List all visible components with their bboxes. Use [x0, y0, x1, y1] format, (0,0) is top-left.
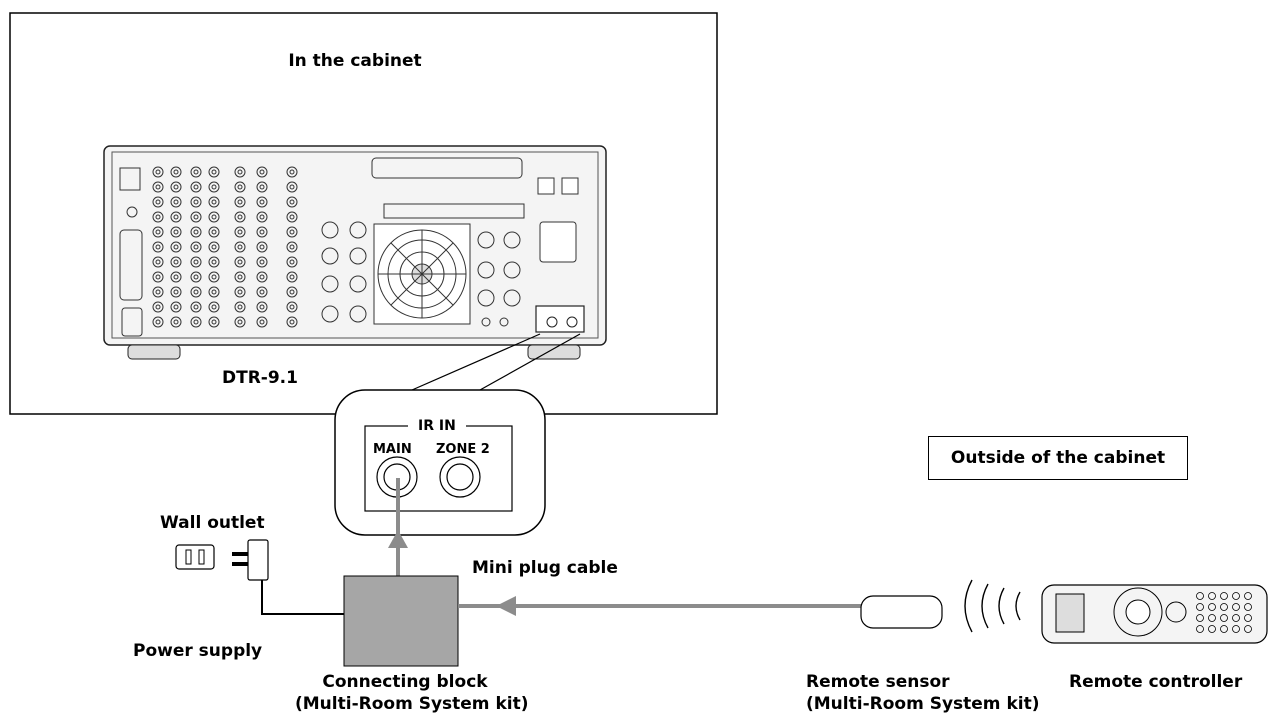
callout-line-left	[411, 333, 541, 391]
remote-controller-label: Remote controller	[1069, 672, 1243, 692]
power-supply-label: Power supply	[133, 641, 263, 661]
mini-plug-label: Mini plug cable	[472, 558, 618, 578]
remote-sensor-sublabel: (Multi-Room System kit)	[806, 694, 1040, 714]
power-adapter	[232, 539, 269, 581]
connecting-block-sublabel: (Multi-Room System kit)	[295, 694, 529, 714]
cabinet-title: In the cabinet	[288, 51, 422, 71]
main-label: MAIN	[373, 442, 412, 457]
cable-arrow-left	[496, 596, 516, 616]
model-label: DTR-9.1	[222, 368, 298, 388]
remote-sensor	[860, 595, 943, 629]
zone2-label: ZONE 2	[436, 442, 490, 457]
outside-box	[928, 436, 1188, 480]
receiver-rear-panel	[103, 145, 607, 360]
zone2-jack	[439, 456, 481, 498]
wall-outlet-label: Wall outlet	[160, 513, 265, 533]
ir-waves	[964, 579, 1021, 633]
outside-label: Outside of the cabinet	[950, 448, 1166, 468]
connecting-block-label: Connecting block	[322, 672, 488, 692]
remote-sensor-label: Remote sensor	[806, 672, 950, 692]
connecting-block	[343, 575, 459, 667]
ir-in-detail	[334, 389, 546, 536]
remote-controller	[1041, 584, 1268, 644]
callout-line-right	[479, 333, 581, 391]
ir-in-label: IR IN	[418, 418, 456, 434]
wall-outlet	[175, 544, 215, 570]
power-cable	[261, 580, 344, 615]
cable-arrow-up	[388, 530, 408, 548]
